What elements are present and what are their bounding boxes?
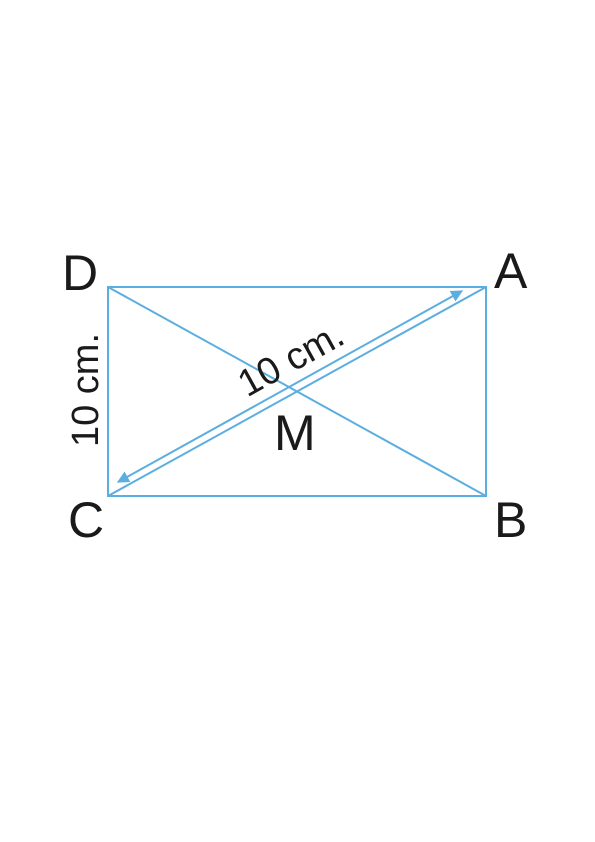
intersection-label-m: M xyxy=(274,405,316,461)
side-measure-label: 10 cm. xyxy=(65,333,107,447)
vertex-label-a: A xyxy=(494,243,528,299)
vertex-label-c: C xyxy=(68,492,104,548)
vertex-label-d: D xyxy=(62,245,98,301)
diagonal-measure-label: 10 cm. xyxy=(231,313,351,405)
vertex-label-b: B xyxy=(494,492,527,548)
diagonal-dimension-arrow xyxy=(116,290,464,483)
rectangle-abcd xyxy=(107,286,487,497)
